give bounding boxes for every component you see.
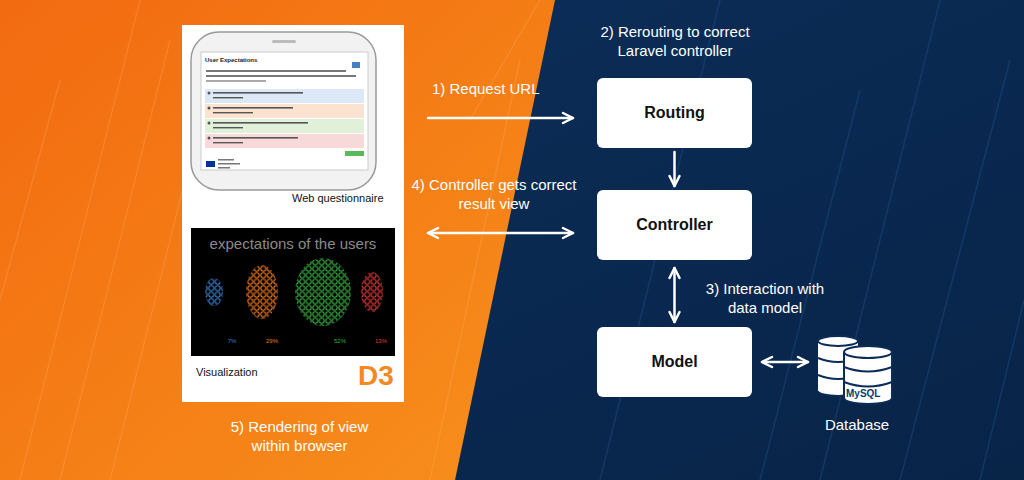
percent-value: 52% bbox=[330, 337, 350, 345]
screen-title: User Expectations bbox=[205, 56, 257, 64]
box-label: Routing bbox=[644, 104, 704, 122]
percent-value: 13% bbox=[371, 337, 391, 345]
process-box: Model bbox=[597, 327, 752, 397]
process-box: Controller bbox=[597, 190, 752, 260]
flow-arrow bbox=[673, 152, 676, 186]
orange-streaks bbox=[0, 0, 540, 480]
step-label: 5) Rendering of view within browser bbox=[212, 417, 387, 455]
flow-arrow bbox=[428, 117, 573, 120]
percent-value: 29% bbox=[262, 337, 282, 345]
screen-caption: Visualization bbox=[196, 366, 258, 379]
edge-label: 1) Request URL bbox=[432, 79, 582, 98]
flow-arrow bbox=[762, 361, 808, 364]
process-box: Routing bbox=[597, 78, 752, 148]
panel-illustration bbox=[182, 25, 404, 402]
cluster-visualization bbox=[191, 228, 395, 356]
box-label: Controller bbox=[636, 216, 712, 234]
step-label: 2) Rerouting to correct Laravel controll… bbox=[575, 22, 775, 60]
edge-label: 3) Interaction with data model bbox=[690, 279, 840, 317]
screen-caption: Web questionnaire bbox=[292, 192, 384, 205]
database-label: Database bbox=[812, 416, 902, 433]
database-icon bbox=[812, 332, 902, 412]
flow-arrow bbox=[673, 268, 676, 322]
orange-half bbox=[0, 0, 555, 480]
database-node: MySQL Database bbox=[812, 332, 902, 438]
browser-panel: Web questionnaireVisualization bbox=[182, 25, 404, 402]
chart-title: expectations of the users bbox=[193, 234, 393, 253]
d3-logo: D3 bbox=[358, 360, 394, 392]
edge-label: 4) Controller gets correct result view bbox=[410, 175, 578, 213]
flow-arrow bbox=[428, 232, 573, 235]
box-label: Model bbox=[651, 353, 697, 371]
phone-illustration bbox=[191, 32, 376, 190]
percent-value: 7% bbox=[222, 337, 242, 345]
database-brand: MySQL bbox=[846, 388, 880, 399]
